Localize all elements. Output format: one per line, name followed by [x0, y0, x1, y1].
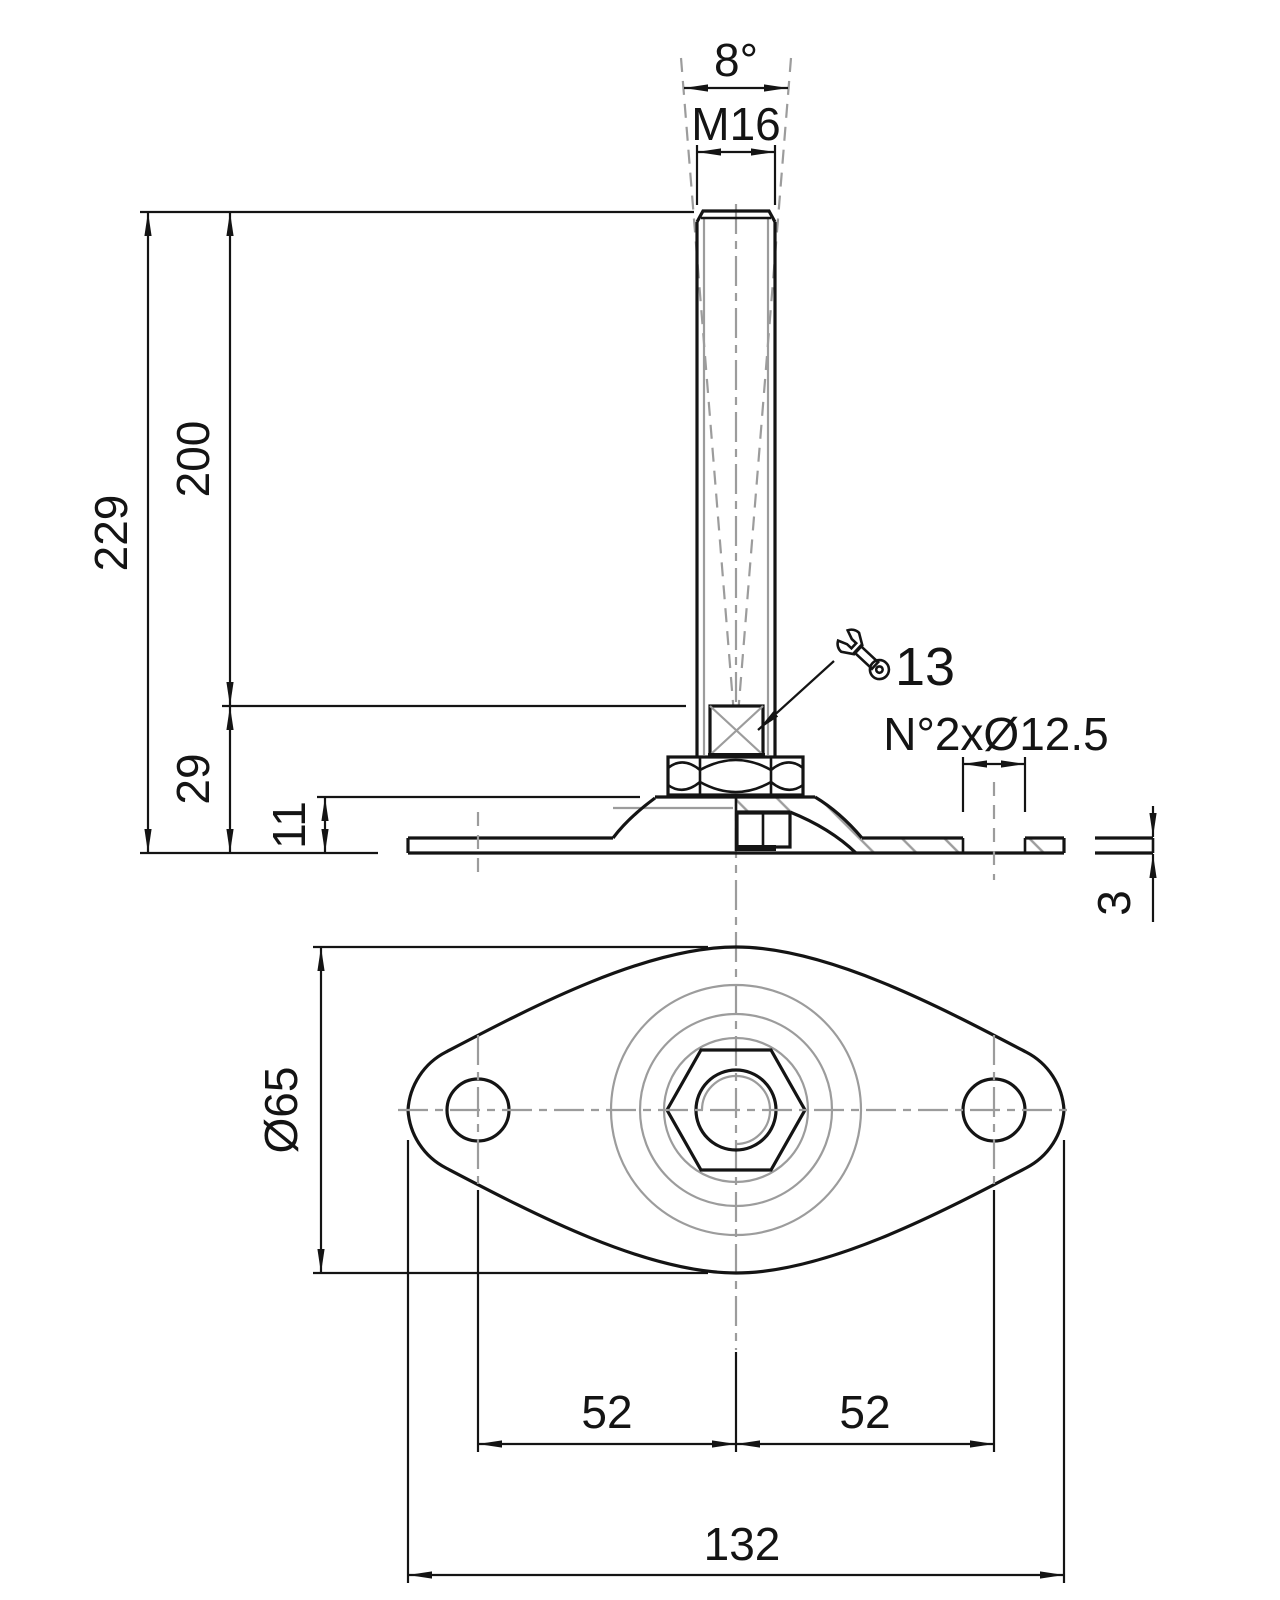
dim-thread: M16 [691, 98, 781, 205]
thread-arc [700, 1074, 772, 1146]
rod-tip [695, 209, 777, 223]
dim-thread-label: M16 [691, 98, 780, 150]
threaded-rod [695, 209, 777, 757]
wrench-callout: 13 [757, 628, 955, 731]
plan-view: Ø65 52 52 132 [255, 945, 1074, 1583]
dim-holes: N°2xØ12.5 [883, 708, 1109, 812]
hex-nut-side [666, 755, 805, 797]
leader-line [757, 660, 835, 731]
dome-right-slope-outer [814, 795, 864, 840]
dim-rod-length-label: 200 [167, 421, 219, 498]
dim-plate-thickness: 3 [1088, 806, 1157, 922]
wrench-size-label: 13 [895, 637, 955, 697]
dim-overall-length-label: 132 [704, 1518, 781, 1570]
side-view: 8° M16 229 200 29 11 [85, 34, 1157, 1350]
dim-hole-offset-right-label: 52 [839, 1386, 890, 1438]
dim-dome-diameter: Ø65 [255, 945, 708, 1275]
dim-base-height-label: 29 [167, 753, 219, 804]
wrench-icon [836, 628, 891, 681]
dome-right-slope-inner [789, 810, 858, 855]
dome-left-slope [611, 796, 656, 839]
lower-nut [735, 811, 792, 851]
dim-plate-thickness-label: 3 [1088, 890, 1140, 916]
dim-bottom-stack: 52 52 132 [406, 1140, 1066, 1583]
dim-angle-label: 8° [714, 34, 758, 86]
dim-holes-label: N°2xØ12.5 [883, 708, 1109, 760]
dim-angle: 8° [684, 34, 788, 92]
dim-hole-offset-left-label: 52 [581, 1386, 632, 1438]
wrench-flat [708, 704, 765, 759]
base-dome-and-plate [406, 795, 1066, 855]
dim-dome-height-label: 11 [263, 801, 315, 849]
dim-left-stack: 229 200 29 11 [85, 210, 694, 855]
dim-dome-diameter-label: Ø65 [255, 1067, 307, 1154]
dim-total-height-label: 229 [85, 495, 137, 572]
